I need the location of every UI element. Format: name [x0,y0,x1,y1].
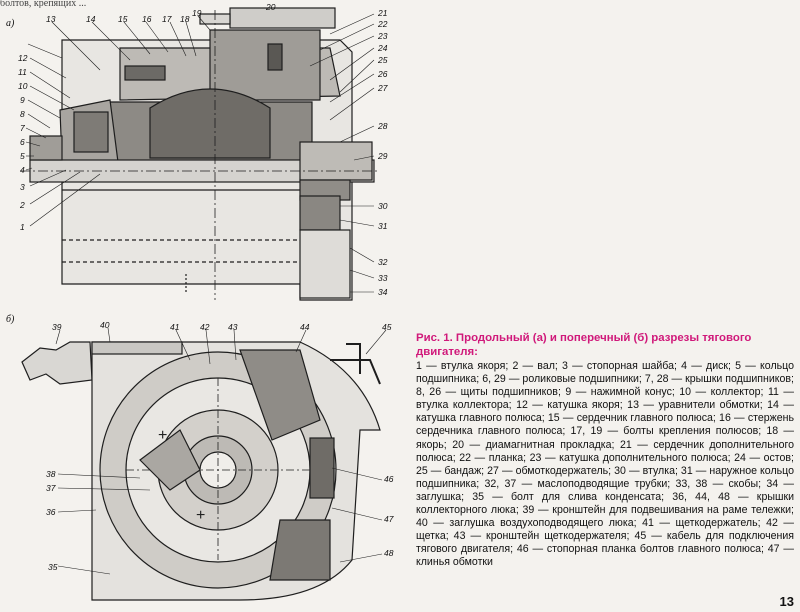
callout-21: 21 [377,8,388,18]
callout-33: 33 [378,273,388,283]
callout-16: 16 [142,14,152,24]
callout-3: 3 [20,182,25,192]
page-number: 13 [779,594,794,609]
callout-24: 24 [377,43,388,53]
callout-45: 45 [382,322,392,332]
callout-2: 2 [19,200,25,210]
callouts-b: 35 36 37 38 39 40 41 42 43 44 45 46 47 4… [46,320,394,572]
callout-41: 41 [170,322,180,332]
callout-22: 22 [377,19,388,29]
view-labels: а) б) [6,18,15,325]
callout-35: 35 [48,562,58,572]
callout-14: 14 [86,14,96,24]
caption-legend: 1 — втулка якоря; 2 — вал; 3 — стопорная… [416,360,794,569]
callout-20: 20 [265,2,276,12]
view-b-label: б) [6,314,15,325]
callout-11: 11 [18,67,27,77]
cropped-text-strip: болтов, крепящих ... [0,0,87,8]
cross-section-b: + + [21,327,387,601]
callout-48: 48 [384,548,394,558]
svg-text:+: + [158,427,167,444]
callout-34: 34 [378,287,388,297]
callout-12: 12 [18,53,28,63]
callout-6: 6 [20,137,25,147]
callout-23: 23 [377,31,388,41]
callout-15: 15 [118,14,128,24]
callout-5: 5 [20,151,25,161]
callout-31: 31 [378,221,388,231]
callout-44: 44 [300,322,310,332]
callout-36: 36 [46,507,56,517]
callout-38: 38 [46,469,56,479]
view-a-label: а) [6,18,15,29]
callout-27: 27 [377,83,388,93]
callout-32: 32 [378,257,388,267]
callout-40: 40 [100,320,110,330]
callout-42: 42 [200,322,210,332]
callout-28: 28 [377,121,388,131]
callout-17: 17 [162,14,172,24]
callout-46: 46 [384,474,394,484]
callout-4: 4 [20,165,25,175]
callout-47: 47 [384,514,394,524]
callout-25: 25 [377,55,388,65]
callout-30: 30 [378,201,388,211]
callout-26: 26 [377,69,388,79]
callout-43: 43 [228,322,238,332]
callout-8: 8 [20,109,25,119]
callout-37: 37 [46,483,56,493]
callout-39: 39 [52,322,62,332]
callouts-a: 1 2 3 4 5 6 7 8 9 10 11 12 13 14 15 16 1… [18,2,388,297]
callout-29: 29 [377,151,388,161]
callout-10: 10 [18,81,28,91]
callout-18: 18 [180,14,190,24]
callout-7: 7 [20,123,25,133]
callout-19: 19 [192,8,202,18]
caption-title: Рис. 1. Продольный (а) и поперечный (б) … [416,332,752,358]
callout-13: 13 [46,14,56,24]
callout-1: 1 [20,222,25,232]
figure-caption: Рис. 1. Продольный (а) и поперечный (б) … [416,332,794,570]
longitudinal-section-a [20,7,380,301]
callout-9: 9 [20,95,25,105]
svg-text:+: + [196,507,205,524]
